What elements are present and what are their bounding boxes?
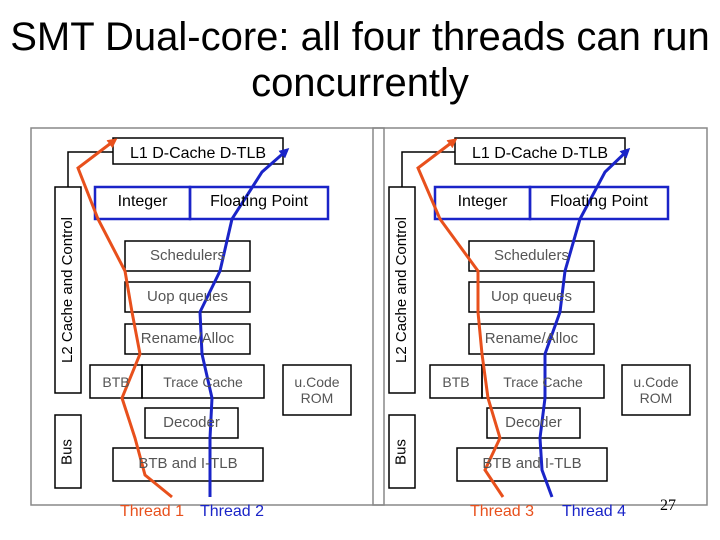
right-core-frame — [372, 127, 708, 506]
thread-4-path — [538, 147, 631, 498]
right-uop-label: Uop queues — [491, 288, 572, 305]
right-schedulers-box — [468, 240, 595, 272]
right-l2-l1-connector — [401, 151, 455, 187]
right-bus-box — [388, 414, 416, 489]
right-l1-label: L1 D-Cache D-TLB — [471, 145, 609, 162]
right-trace-box — [481, 364, 605, 399]
left-uop-box — [124, 281, 251, 313]
left-rename-box — [124, 323, 251, 355]
right-btb-itlb-box — [456, 447, 608, 482]
left-l1-label: L1 D-Cache D-TLB — [129, 145, 267, 162]
left-ucode-label: u.Code ROM — [294, 374, 340, 406]
left-l2-label: L2 Cache and Control — [59, 217, 76, 363]
left-decoder-label: Decoder — [163, 414, 220, 431]
right-schedulers-label: Schedulers — [493, 247, 570, 264]
thread-2-label: Thread 2 — [200, 503, 265, 520]
thread-1-path — [76, 138, 173, 499]
right-btb-label: BTB — [442, 374, 470, 390]
left-btb-itlb-label: BTB and I-TLB — [138, 455, 238, 472]
left-btb-label: BTB — [102, 374, 130, 390]
left-bus-box — [54, 414, 82, 489]
left-core — [30, 127, 385, 506]
left-schedulers-box — [124, 240, 251, 272]
left-decoder-box — [144, 407, 239, 439]
page-number: 27 — [660, 497, 676, 514]
left-rename-label: Rename/Alloc — [140, 330, 235, 347]
left-ucode-box — [282, 364, 352, 416]
left-trace-label: Trace Cache — [163, 374, 243, 390]
thread-2-path — [198, 148, 290, 497]
left-btb-itlb-box — [112, 447, 264, 482]
right-rename-label: Rename/Alloc — [484, 330, 579, 347]
thread-3-label: Thread 3 — [470, 503, 535, 520]
right-fp-box — [528, 185, 670, 221]
right-trace-label: Trace Cache — [503, 374, 583, 390]
left-bus-label: Bus — [58, 439, 76, 465]
right-ucode-label: u.Code ROM — [633, 374, 679, 406]
left-integer-label: Integer — [117, 193, 168, 210]
left-fp-label: Floating Point — [210, 193, 308, 210]
right-btb-itlb-label: BTB and I-TLB — [482, 455, 582, 472]
right-decoder-label: Decoder — [505, 414, 562, 431]
thread-3-path — [416, 138, 505, 498]
right-integer-label: Integer — [457, 193, 508, 210]
right-uop-box — [468, 281, 595, 313]
right-rename-box — [468, 323, 595, 355]
left-fp-box — [188, 185, 330, 221]
thread-4-label: Thread 4 — [562, 503, 627, 520]
left-schedulers-label: Schedulers — [149, 247, 226, 264]
left-core-frame — [30, 127, 385, 506]
page-title: SMT Dual-core: all four threads can run … — [10, 15, 710, 105]
right-fp-label: Floating Point — [550, 193, 648, 210]
right-ucode-box — [621, 364, 691, 416]
right-bus-label: Bus — [392, 439, 410, 465]
right-decoder-box — [486, 407, 581, 439]
left-uop-label: Uop queues — [147, 288, 228, 305]
right-l2-label: L2 Cache and Control — [393, 217, 410, 363]
thread-1-label: Thread 1 — [120, 503, 185, 520]
